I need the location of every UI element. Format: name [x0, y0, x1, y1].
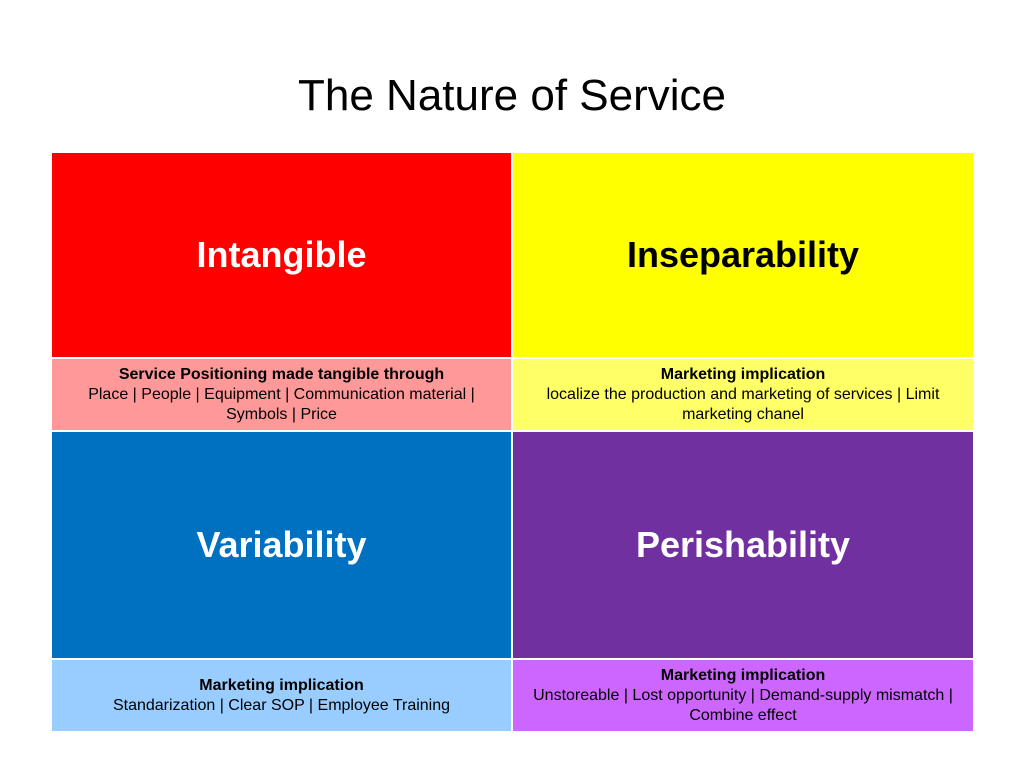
- desc-text: Unstoreable | Lost opportunity | Demand-…: [533, 686, 953, 724]
- quadrant-header-intangible: Intangible: [52, 153, 511, 357]
- desc-text: Standarization | Clear SOP | Employee Tr…: [112, 696, 451, 714]
- quadrant-header-inseparability: Inseparability: [513, 153, 973, 357]
- quadrant-header-perishability: Perishability: [513, 432, 973, 658]
- quadrant-header-variability: Variability: [52, 432, 511, 658]
- quadrant-desc-variability: Marketing implication Standarization | C…: [52, 660, 511, 731]
- desc-text: localize the production and marketing of…: [546, 385, 940, 423]
- desc-text: Place | People | Equipment | Communicati…: [88, 385, 475, 423]
- quadrant-title: Variability: [196, 524, 367, 565]
- quadrant-desc-intangible: Service Positioning made tangible throug…: [52, 359, 511, 430]
- quadrant-title: Perishability: [635, 524, 851, 565]
- desc-heading: Marketing implication: [199, 676, 364, 694]
- desc-heading: Service Positioning made tangible throug…: [118, 365, 445, 383]
- quadrant-desc-perishability: Marketing implication Unstoreable | Lost…: [513, 660, 973, 731]
- desc-heading: Marketing implication: [660, 365, 826, 383]
- quadrant-title: Intangible: [196, 234, 367, 275]
- quadrant-desc-inseparability: Marketing implication localize the produ…: [513, 359, 973, 430]
- service-nature-grid: Intangible Inseparability Service Positi…: [52, 153, 973, 731]
- quadrant-title: Inseparability: [626, 234, 860, 275]
- desc-heading: Marketing implication: [660, 666, 826, 684]
- slide-title: The Nature of Service: [298, 71, 726, 120]
